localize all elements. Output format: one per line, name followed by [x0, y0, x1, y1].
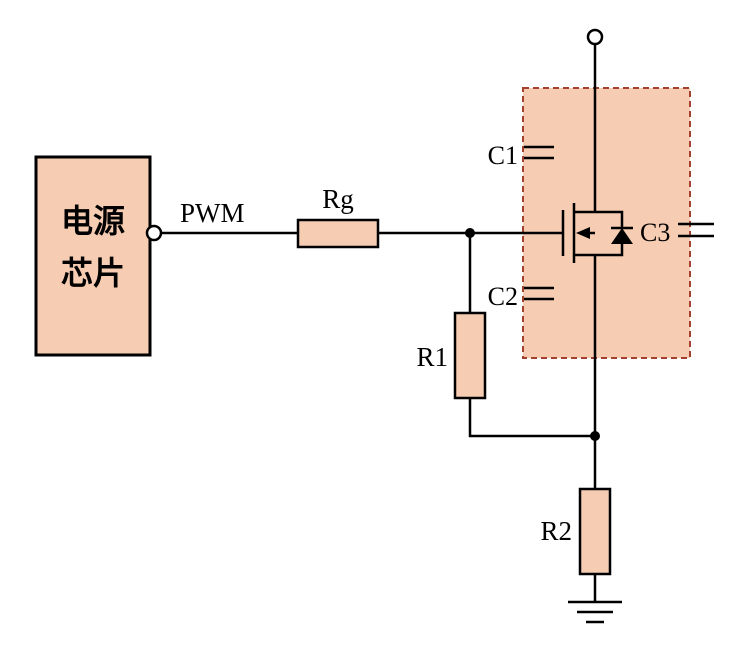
- rg-label: Rg: [322, 184, 354, 214]
- capacitor-c2-icon: [524, 286, 554, 301]
- diode-anode-triangle-icon: [611, 228, 633, 244]
- mosfet-symbol: [561, 203, 595, 263]
- c1-label: C1: [488, 141, 518, 170]
- r1-label: R1: [416, 342, 448, 372]
- power-chip-label-line2: 芯片: [61, 255, 125, 291]
- top-supply-terminal: [586, 28, 604, 46]
- pwm-label: PWM: [180, 198, 245, 228]
- ground-symbol: [568, 600, 622, 624]
- resistor-r1: [453, 311, 487, 400]
- resistor-rg: [296, 218, 380, 249]
- c3-label: C3: [640, 218, 670, 247]
- mosfet-body-arrow-icon: [576, 227, 590, 239]
- body-diode-symbol: [595, 210, 633, 257]
- source-junction-dot: [590, 431, 600, 441]
- gate-junction-dot: [465, 228, 475, 238]
- capacitor-c1-icon: [524, 145, 554, 160]
- power-chip-label-line1: 电源: [61, 203, 125, 239]
- pwm-output-terminal: [145, 224, 163, 242]
- capacitor-c3-icon: [678, 222, 714, 238]
- r2-label: R2: [540, 516, 572, 546]
- c2-label: C2: [488, 282, 518, 311]
- schematic: [34, 28, 714, 624]
- power-chip-box: [34, 155, 152, 357]
- mosfet-highlight-region: [522, 87, 691, 359]
- r1-bottom-wire: [468, 398, 595, 438]
- resistor-r2: [578, 487, 612, 576]
